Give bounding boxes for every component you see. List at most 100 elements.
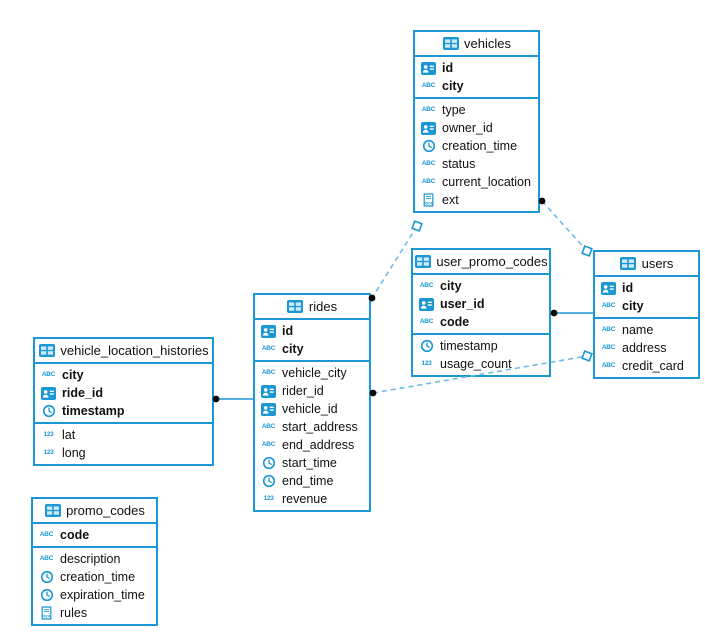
column-row-ride_id[interactable]: ride_id [35,384,212,402]
column-row-city[interactable]: ABC city [595,297,698,315]
column-name: vehicle_id [282,402,338,416]
table-node-rides[interactable]: rides id ABC city ABC vehicle_city rider… [253,293,371,512]
column-row-name[interactable]: ABC name [595,321,698,339]
column-name: lat [62,428,76,442]
column-row-current_location[interactable]: ABC current_location [415,173,538,191]
table-node-vehicle_location_histories[interactable]: vehicle_location_histories ABC city ride… [33,337,214,466]
column-row-credit_card[interactable]: ABC credit_card [595,357,698,375]
string-abc-icon: ABC [261,440,276,448]
column-name: creation_time [442,139,518,153]
column-row-city[interactable]: ABC city [413,277,549,295]
table-header[interactable]: vehicle_location_histories [35,339,212,364]
clock-icon [38,570,55,584]
column-name: type [442,103,466,117]
id-card-icon [260,384,277,398]
columns-section: ABC type owner_id creation_time ABC stat… [415,97,538,211]
table-grid-icon [442,37,459,50]
column-row-long[interactable]: 123 long [35,444,212,462]
column-row-revenue[interactable]: 123 revenue [255,490,369,508]
column-row-ext[interactable]: JSON ext [415,191,538,209]
clock-icon [420,139,437,153]
relation-square-marker [581,350,593,362]
column-row-start_time[interactable]: start_time [255,454,369,472]
column-name: user_id [440,297,485,311]
table-header[interactable]: user_promo_codes [413,250,549,275]
table-grid-icon [414,255,431,268]
column-name: ext [442,193,459,207]
column-row-rider_id[interactable]: rider_id [255,382,369,400]
column-row-start_address[interactable]: ABC start_address [255,418,369,436]
id-card-icon [260,324,277,338]
columns-section: ABC name ABC address ABC credit_card [595,317,698,377]
column-row-vehicle_id[interactable]: vehicle_id [255,400,369,418]
column-row-timestamp[interactable]: timestamp [413,337,549,355]
column-row-status[interactable]: ABC status [415,155,538,173]
table-header[interactable]: users [595,252,698,277]
column-row-end_address[interactable]: ABC end_address [255,436,369,454]
table-header[interactable]: vehicles [415,32,538,57]
column-name: city [440,279,462,293]
table-name: rides [308,299,338,314]
string-abc-icon: ABC [41,370,56,378]
column-row-creation_time[interactable]: creation_time [415,137,538,155]
column-row-city[interactable]: ABC city [35,366,212,384]
string-abc-icon: ABC [419,281,434,289]
string-abc-icon: ABC [421,105,436,113]
table-name: vehicle_location_histories [60,343,209,358]
column-row-city[interactable]: ABC city [415,77,538,95]
column-row-type[interactable]: ABC type [415,101,538,119]
table-header[interactable]: promo_codes [33,499,156,524]
column-row-expiration_time[interactable]: expiration_time [33,586,156,604]
table-name: user_promo_codes [436,254,548,269]
column-row-address[interactable]: ABC address [595,339,698,357]
column-row-usage_count[interactable]: 123 usage_count [413,355,549,373]
columns-section: ABC vehicle_city rider_id vehicle_id ABC… [255,360,369,510]
column-row-id[interactable]: id [415,59,538,77]
column-name: status [442,157,476,171]
column-name: timestamp [440,339,498,353]
key-columns-section: ABC code [33,524,156,546]
column-row-owner_id[interactable]: owner_id [415,119,538,137]
column-row-city[interactable]: ABC city [255,340,369,358]
table-node-promo_codes[interactable]: promo_codes ABC code ABC description cre… [31,497,158,626]
column-name: ride_id [62,386,103,400]
string-abc-icon: ABC [601,325,616,333]
column-name: id [282,324,294,338]
column-row-rules[interactable]: JSON rules [33,604,156,622]
table-node-users[interactable]: users id ABC city ABC name ABC address A… [593,250,700,379]
column-row-user_id[interactable]: user_id [413,295,549,313]
table-header[interactable]: rides [255,295,369,320]
column-name: address [622,341,667,355]
id-card-icon [260,402,277,416]
relation-square-marker [581,245,593,257]
column-row-code[interactable]: ABC code [413,313,549,331]
column-row-vehicle_city[interactable]: ABC vehicle_city [255,364,369,382]
column-name: creation_time [60,570,136,584]
column-name: rules [60,606,88,620]
column-row-code[interactable]: ABC code [33,526,156,544]
column-name: vehicle_city [282,366,347,380]
column-name: end_address [282,438,355,452]
table-grid-icon [620,257,637,270]
columns-section: 123 lat 123 long [35,422,212,464]
column-name: start_address [282,420,358,434]
column-name: rider_id [282,384,324,398]
column-row-end_time[interactable]: end_time [255,472,369,490]
column-name: current_location [442,175,531,189]
column-row-creation_time[interactable]: creation_time [33,568,156,586]
column-row-id[interactable]: id [595,279,698,297]
column-row-timestamp[interactable]: timestamp [35,402,212,420]
id-card-icon [600,281,617,295]
columns-section: timestamp 123 usage_count [413,333,549,375]
column-row-description[interactable]: ABC description [33,550,156,568]
table-node-vehicles[interactable]: vehicles id ABC city ABC type owner_id c… [413,30,540,213]
id-card-icon [420,61,437,75]
id-card-icon [418,297,435,311]
column-row-id[interactable]: id [255,322,369,340]
table-node-user_promo_codes[interactable]: user_promo_codes ABC city user_id ABC co… [411,248,551,377]
column-name: credit_card [622,359,684,373]
string-abc-icon: ABC [261,344,276,352]
table-name: vehicles [464,36,511,51]
column-row-lat[interactable]: 123 lat [35,426,212,444]
